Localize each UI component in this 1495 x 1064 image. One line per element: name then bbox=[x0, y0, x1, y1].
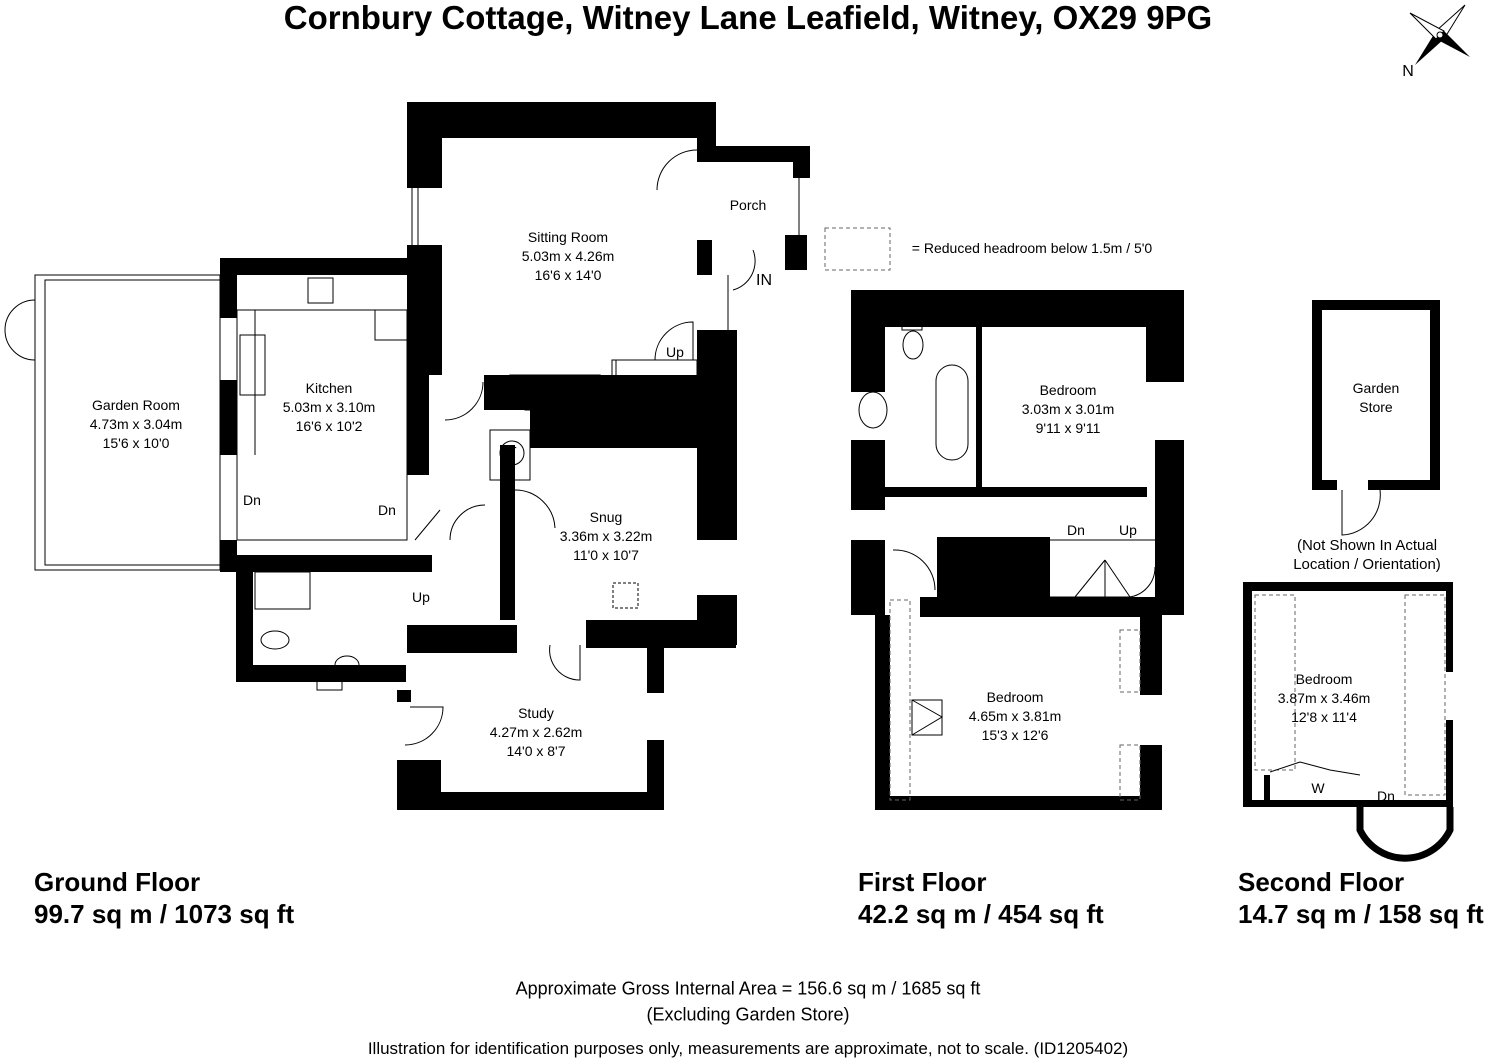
room-name: Bedroom bbox=[1295, 671, 1353, 687]
compass-north-label: N bbox=[1402, 63, 1414, 80]
note-line: Location / Orientation) bbox=[1293, 556, 1441, 573]
room-size-metric: 3.03m x 3.01m bbox=[1021, 401, 1115, 417]
floor-area: 14.7 sq m / 158 sq ft bbox=[1238, 899, 1484, 929]
room-name: Store bbox=[1359, 399, 1393, 415]
room-bedroom-second: Bedroom 3.87m x 3.46m 12'8 x 11'4 bbox=[1278, 670, 1371, 727]
room-porch: Porch bbox=[729, 197, 767, 213]
page-title: Cornbury Cottage, Witney Lane Leafield, … bbox=[283, 0, 1213, 36]
wardrobe-label: W bbox=[1311, 780, 1325, 796]
room-garden-room: Garden Room 4.73m x 3.04m 15'6 x 10'0 bbox=[90, 396, 183, 453]
room-name: Sitting Room bbox=[527, 229, 609, 245]
room-size-metric: 5.03m x 3.10m bbox=[282, 399, 376, 415]
room-name: Bedroom bbox=[1039, 382, 1097, 398]
room-snug: Snug 3.36m x 3.22m 11'0 x 10'7 bbox=[560, 508, 653, 565]
room-name: Garden Room bbox=[92, 397, 180, 413]
tank-label: T bbox=[507, 444, 517, 461]
garden-store-note: (Not Shown In Actual Location / Orientat… bbox=[1293, 536, 1441, 574]
disclaimer: Illustration for identification purposes… bbox=[367, 1039, 1129, 1058]
floor-label: Ground Floor bbox=[34, 867, 201, 897]
stairs-up-label: Up bbox=[1119, 522, 1137, 538]
room-study: Study 4.27m x 2.62m 14'0 x 8'7 bbox=[490, 704, 583, 761]
note-line: (Not Shown In Actual bbox=[1296, 537, 1438, 554]
room-garden-store: Garden Store bbox=[1353, 379, 1400, 417]
room-bedroom-first-1: Bedroom 3.03m x 3.01m 9'11 x 9'11 bbox=[1022, 381, 1115, 438]
room-size-imperial: 12'8 x 11'4 bbox=[1291, 709, 1357, 725]
second-floor-thin-lines bbox=[1254, 489, 1454, 862]
room-size-imperial: 16'6 x 14'0 bbox=[534, 267, 602, 283]
room-size-imperial: 9'11 x 9'11 bbox=[1035, 420, 1101, 436]
first-floor-walls bbox=[851, 290, 1184, 810]
room-name: Garden bbox=[1352, 380, 1400, 396]
room-size-metric: 4.73m x 3.04m bbox=[89, 416, 183, 432]
first-floor-summary: First Floor 42.2 sq m / 454 sq ft bbox=[858, 866, 1104, 930]
compass-rose-icon bbox=[1409, 4, 1470, 65]
room-name: Study bbox=[518, 705, 554, 721]
stairs-down-label: Dn bbox=[1067, 522, 1085, 538]
floor-label: First Floor bbox=[858, 867, 987, 897]
room-size-imperial: 16'6 x 10'2 bbox=[295, 418, 363, 434]
ground-floor-walls bbox=[220, 102, 810, 810]
room-size-imperial: 14'0 x 8'7 bbox=[506, 743, 566, 759]
room-size-metric: 4.65m x 3.81m bbox=[968, 708, 1062, 724]
room-size-metric: 4.27m x 2.62m bbox=[489, 724, 583, 740]
ground-floor-thin-lines bbox=[4, 149, 891, 746]
room-size-imperial: 15'3 x 12'6 bbox=[981, 727, 1049, 743]
room-size-metric: 5.03m x 4.26m bbox=[521, 248, 615, 264]
second-floor-summary: Second Floor 14.7 sq m / 158 sq ft bbox=[1238, 866, 1484, 930]
excluding-note: (Excluding Garden Store) bbox=[646, 1004, 850, 1025]
gross-internal-area: Approximate Gross Internal Area = 156.6 … bbox=[515, 978, 981, 999]
room-name: Kitchen bbox=[305, 380, 353, 396]
step-down-label: Dn bbox=[243, 492, 261, 508]
room-name: Snug bbox=[589, 509, 623, 525]
room-size-imperial: 11'0 x 10'7 bbox=[573, 547, 639, 563]
stairs-up-label: Up bbox=[666, 344, 684, 360]
room-sitting-room: Sitting Room 5.03m x 4.26m 16'6 x 14'0 bbox=[522, 228, 615, 285]
room-size-imperial: 15'6 x 10'0 bbox=[102, 435, 170, 451]
ground-floor-summary: Ground Floor 99.7 sq m / 1073 sq ft bbox=[34, 866, 294, 930]
floor-label: Second Floor bbox=[1238, 867, 1405, 897]
room-bedroom-first-2: Bedroom 4.65m x 3.81m 15'3 x 12'6 bbox=[969, 688, 1062, 745]
floor-area: 99.7 sq m / 1073 sq ft bbox=[34, 899, 295, 929]
entrance-label: IN bbox=[756, 272, 772, 289]
legend-text: = Reduced headroom below 1.5m / 5'0 bbox=[911, 240, 1153, 256]
stairs-down-label: Dn bbox=[1377, 788, 1395, 804]
second-floor-walls bbox=[1243, 300, 1453, 807]
first-floor-thin-lines bbox=[858, 319, 1156, 801]
room-name: Bedroom bbox=[986, 689, 1044, 705]
step-down-label: Dn bbox=[378, 502, 396, 518]
room-kitchen: Kitchen 5.03m x 3.10m 16'6 x 10'2 bbox=[283, 379, 376, 436]
room-size-metric: 3.36m x 3.22m bbox=[559, 528, 653, 544]
step-up-label: Up bbox=[412, 589, 430, 605]
floor-area: 42.2 sq m / 454 sq ft bbox=[858, 899, 1104, 929]
room-size-metric: 3.87m x 3.46m bbox=[1277, 690, 1371, 706]
